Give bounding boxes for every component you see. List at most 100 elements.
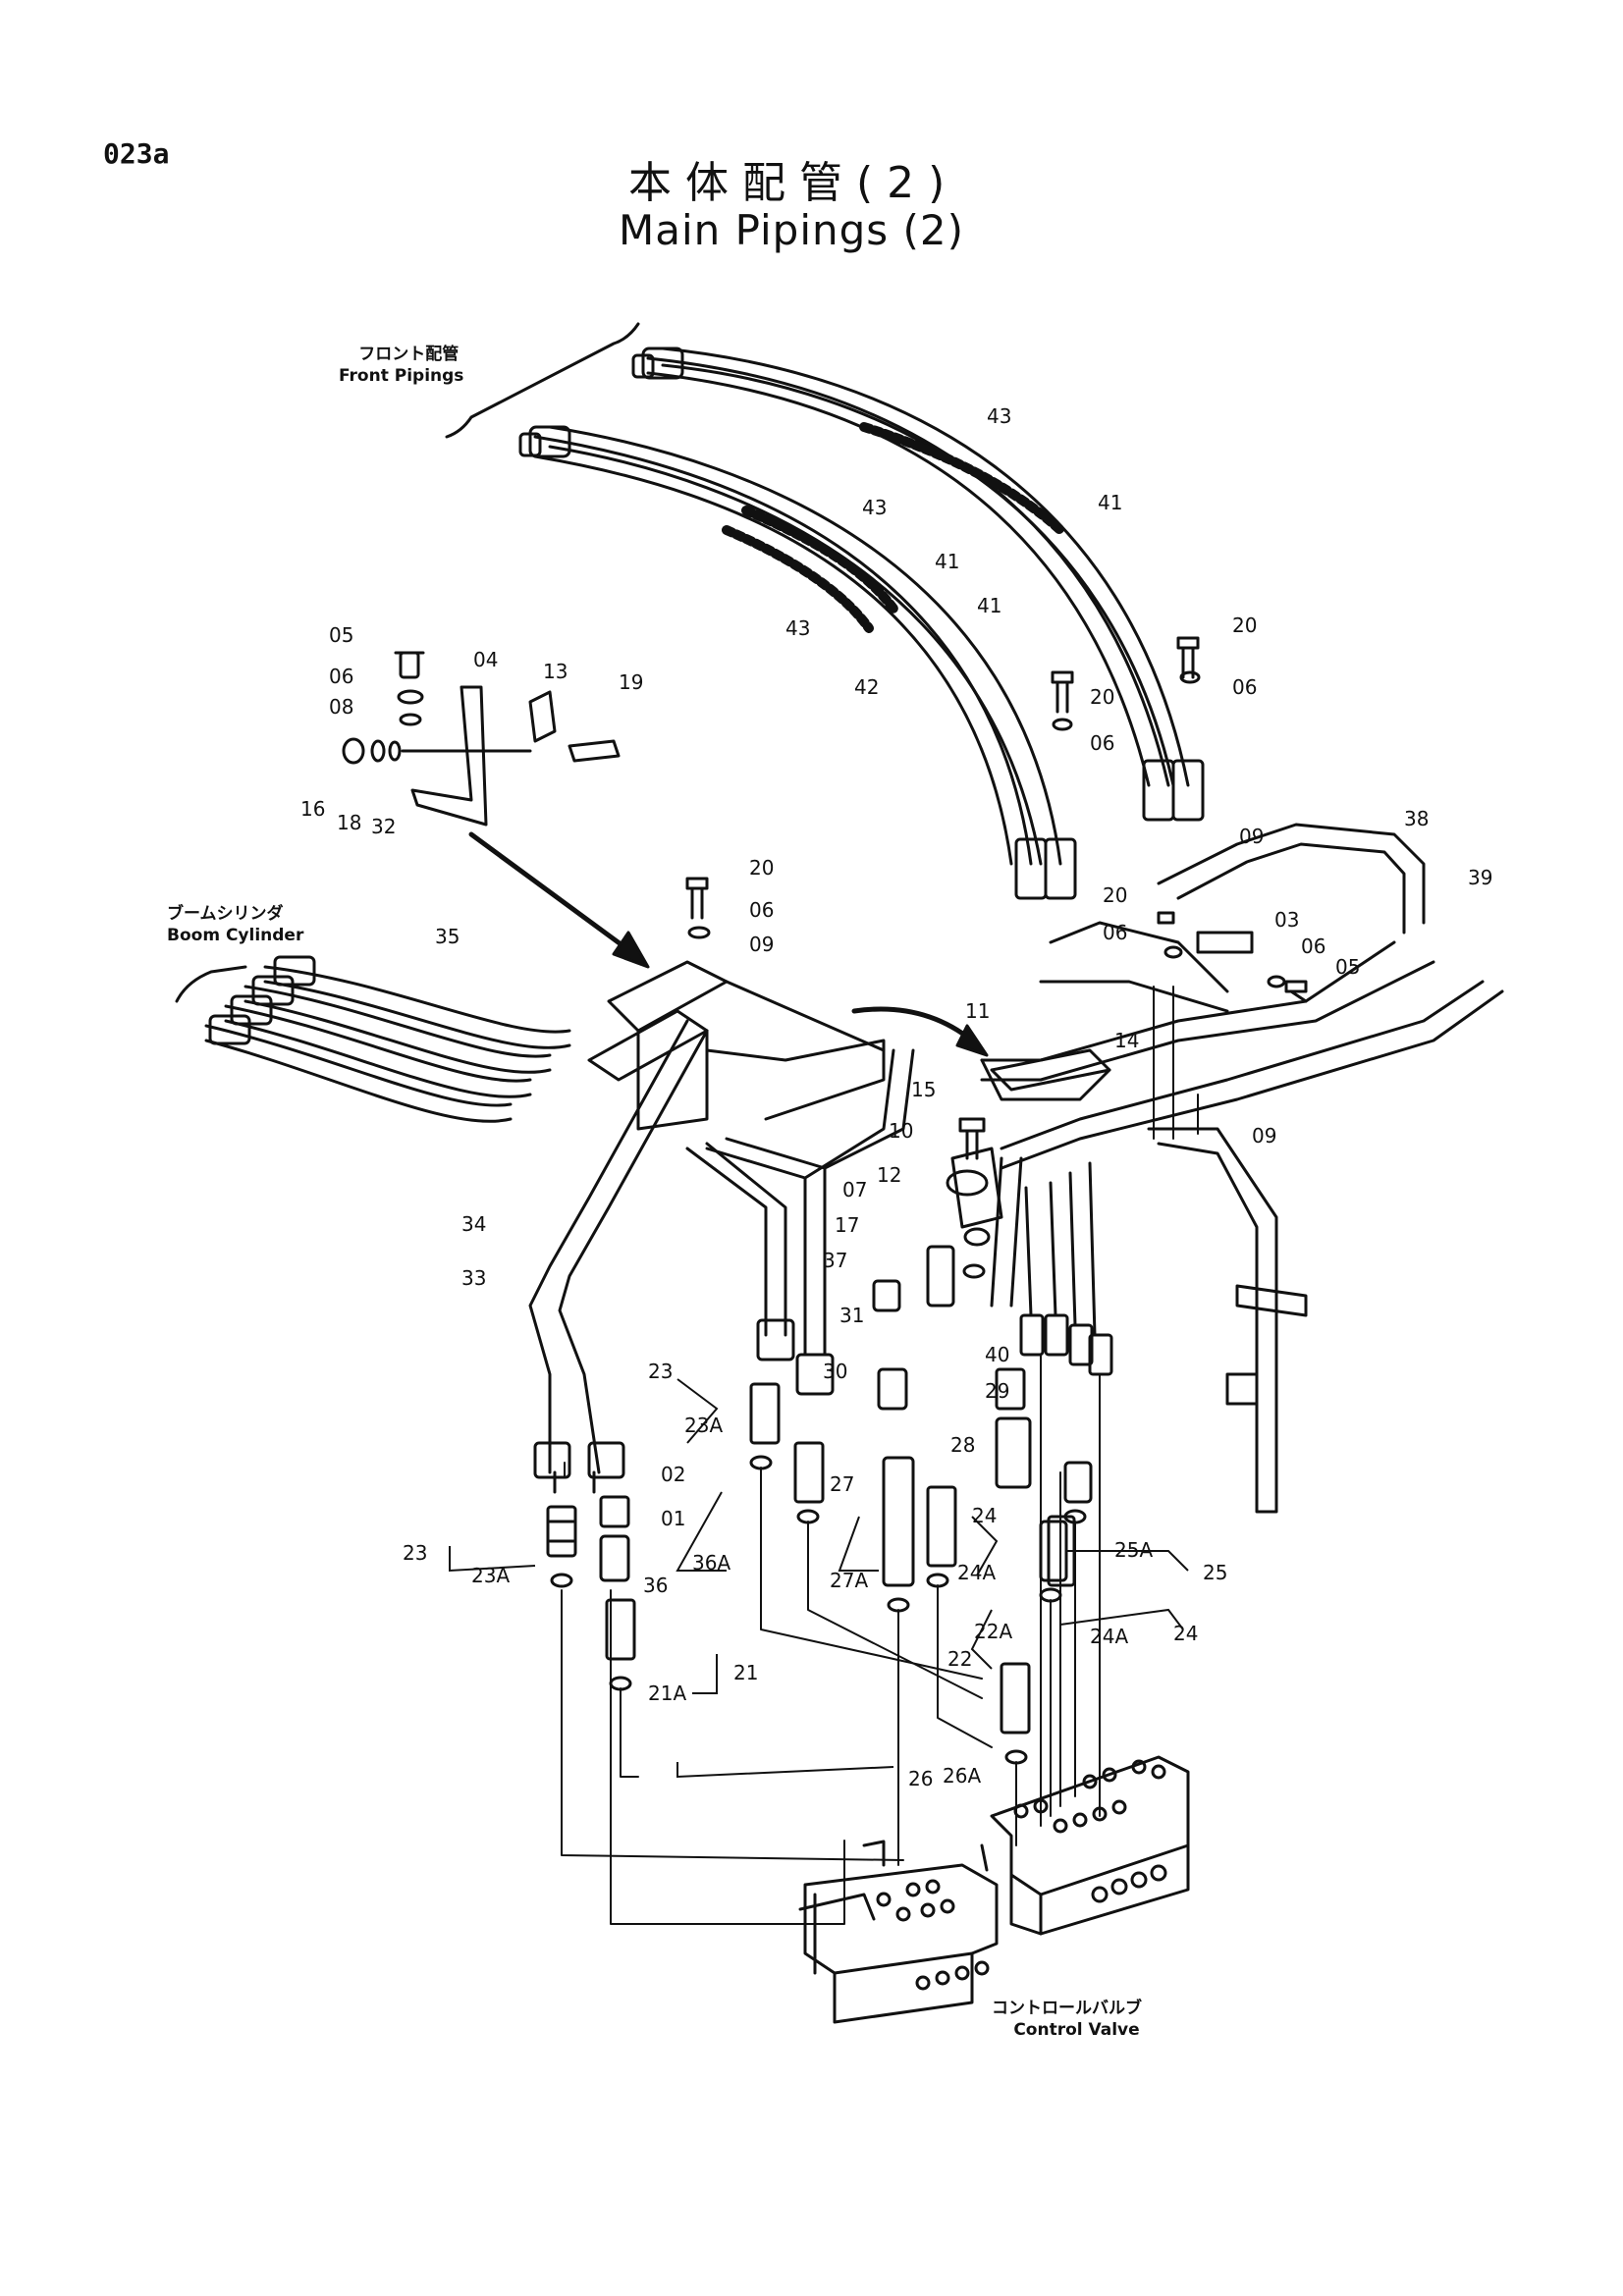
callout-22A: 22A <box>974 1620 1013 1643</box>
callout-37: 37 <box>823 1249 848 1272</box>
callout-09: 09 <box>749 933 775 956</box>
callout-41: 41 <box>977 594 1002 617</box>
callout-23: 23 <box>403 1541 428 1565</box>
page-title-ja: 本体配管(2) <box>628 158 959 208</box>
callout-35: 35 <box>435 925 460 948</box>
callout-43: 43 <box>987 404 1012 428</box>
callout-06: 06 <box>1103 921 1128 944</box>
callout-29: 29 <box>985 1379 1010 1403</box>
control-valve-label-ja: コントロールバルブ <box>992 1999 1142 2018</box>
fittings-left <box>546 1227 1093 1765</box>
callout-11: 11 <box>965 999 991 1023</box>
callout-27: 27 <box>830 1472 855 1496</box>
callout-20: 20 <box>749 856 775 880</box>
callout-24: 24 <box>1173 1622 1199 1645</box>
callout-06: 06 <box>749 898 775 922</box>
callout-31: 31 <box>839 1304 865 1327</box>
boom-hoses <box>204 955 571 1123</box>
callout-42: 42 <box>854 675 880 699</box>
callout-06: 06 <box>1232 675 1258 699</box>
callout-36: 36 <box>643 1574 669 1597</box>
callout-17: 17 <box>835 1213 860 1237</box>
callout-08: 08 <box>329 695 354 719</box>
front-pipings-bracket <box>445 322 640 439</box>
callout-09: 09 <box>1239 825 1265 848</box>
callout-34: 34 <box>461 1212 487 1236</box>
callout-21A: 21A <box>648 1682 687 1705</box>
page-title-en: Main Pipings (2) <box>619 206 965 254</box>
arrow-left <box>468 831 641 960</box>
callout-32: 32 <box>371 815 397 838</box>
callout-01: 01 <box>661 1507 686 1530</box>
callout-36A: 36A <box>692 1551 731 1575</box>
boom-cylinder-label-ja: ブームシリンダ <box>167 904 284 924</box>
callout-21: 21 <box>733 1661 759 1684</box>
callout-22: 22 <box>947 1647 973 1671</box>
callout-06: 06 <box>1090 731 1115 755</box>
callout-28: 28 <box>950 1433 976 1457</box>
boom-cylinder-label: ブームシリンダ Boom Cylinder <box>167 903 303 946</box>
front-hoses-upper <box>631 347 1190 787</box>
callout-27A: 27A <box>830 1569 869 1592</box>
callout-12: 12 <box>877 1163 902 1187</box>
control-valve-left <box>798 1840 999 2024</box>
support-plate <box>1147 1127 1278 1514</box>
callout-15: 15 <box>911 1078 937 1101</box>
callout-40: 40 <box>985 1343 1010 1366</box>
callout-41: 41 <box>1098 491 1123 514</box>
front-pipings-label-en: Front Pipings <box>339 366 464 386</box>
callout-26: 26 <box>908 1767 934 1790</box>
callout-14: 14 <box>1114 1029 1140 1052</box>
callout-23A: 23A <box>684 1414 724 1437</box>
control-valve-right <box>990 1755 1190 1936</box>
callout-43: 43 <box>862 496 888 519</box>
front-pipings-label-ja: フロント配管 <box>358 345 460 364</box>
callout-lines <box>561 986 1199 1925</box>
arrow-right <box>851 1006 975 1043</box>
callout-26A: 26A <box>943 1764 982 1788</box>
callout-18: 18 <box>337 811 362 834</box>
right-pipes <box>946 823 1504 1376</box>
callout-04: 04 <box>473 648 499 671</box>
control-valve-label-en: Control Valve <box>1013 2020 1140 2040</box>
control-valve-label: コントロールバルブ Control Valve <box>992 1998 1142 2041</box>
callout-05: 05 <box>329 623 354 647</box>
callout-05: 05 <box>1335 955 1361 979</box>
front-pipings-label: フロント配管 Front Pipings <box>339 344 463 387</box>
callout-43: 43 <box>785 616 811 640</box>
bolts <box>685 636 1308 1279</box>
callout-38: 38 <box>1404 807 1430 830</box>
callout-20: 20 <box>1090 685 1115 709</box>
front-hoses-lower <box>518 425 1062 866</box>
callout-19: 19 <box>619 670 644 694</box>
callout-39: 39 <box>1468 866 1493 889</box>
callout-07: 07 <box>842 1178 868 1201</box>
callout-33: 33 <box>461 1266 487 1290</box>
callout-23A: 23A <box>471 1564 511 1587</box>
callout-10: 10 <box>889 1119 914 1143</box>
callout-24: 24 <box>972 1504 998 1527</box>
page-code: 023a <box>103 137 170 170</box>
callout-16: 16 <box>300 797 326 821</box>
callout-06: 06 <box>1301 934 1326 958</box>
callout-13: 13 <box>543 660 568 683</box>
callout-09: 09 <box>1252 1124 1277 1148</box>
callout-23: 23 <box>648 1360 674 1383</box>
boom-cylinder-label-en: Boom Cylinder <box>167 926 304 945</box>
callout-25A: 25A <box>1114 1538 1154 1562</box>
callout-25: 25 <box>1203 1561 1228 1584</box>
bracket-detail <box>342 651 621 827</box>
center-manifold <box>528 960 886 1474</box>
callout-24A: 24A <box>957 1561 997 1584</box>
callout-41: 41 <box>935 550 960 573</box>
callout-06: 06 <box>329 665 354 688</box>
main-pipes <box>533 1048 915 1494</box>
callout-24A: 24A <box>1090 1625 1129 1648</box>
callout-02: 02 <box>661 1463 686 1486</box>
callout-20: 20 <box>1103 883 1128 907</box>
group-brackets <box>449 1378 1189 1779</box>
callout-20: 20 <box>1232 614 1258 637</box>
callout-30: 30 <box>823 1360 848 1383</box>
callout-03: 03 <box>1274 908 1300 932</box>
